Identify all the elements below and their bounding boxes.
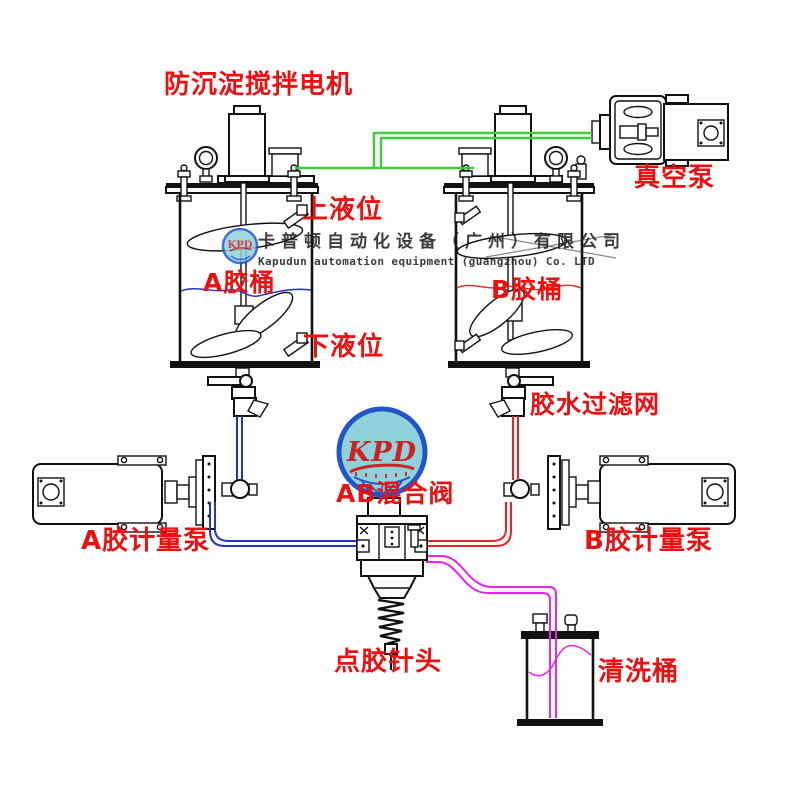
label-lower-level: 下液位	[303, 332, 385, 362]
pump-b-drawing	[503, 455, 736, 533]
kpd-logo-large: KPD	[336, 406, 428, 499]
dispense-needle-drawing	[366, 575, 418, 670]
glue-a-pipes	[209, 416, 358, 547]
svg-text:KPD: KPD	[228, 240, 253, 251]
outlet-valve-a	[207, 367, 270, 418]
label-stir-motor: 防沉淀搅拌电机	[164, 70, 354, 100]
glue-b-pipes	[426, 416, 519, 547]
static-mixer-coil	[377, 598, 405, 646]
label-tank-a: A胶桶	[203, 268, 276, 297]
tank-b-drawing	[443, 105, 595, 418]
watermark-slashes	[485, 234, 617, 259]
waste-pipes	[426, 555, 592, 718]
lid-clamp-a-right	[286, 164, 302, 202]
pump-a-drawing	[32, 455, 258, 533]
kpd-logo-small: KPD	[221, 227, 259, 265]
watermark-company-cn: 卡普顿自动化设备（广州）有限公司	[258, 232, 626, 252]
watermark: 卡普顿自动化设备（广州）有限公司 Kapudun automation equi…	[258, 227, 658, 268]
vacuum-pump-drawing	[591, 94, 729, 167]
motor-a-cap	[233, 105, 261, 115]
pump-a-inlet-fitting	[230, 479, 250, 499]
wash-bucket-drawing	[517, 613, 603, 726]
wash-liquid-level	[528, 644, 592, 677]
lower-level-sensor-b	[454, 333, 482, 354]
stirrer-blade-b-upper	[456, 232, 568, 260]
label-vacuum-pump: 真空泵	[634, 163, 716, 193]
motor-b-body	[494, 113, 532, 177]
pressure-gauge-a-icon	[194, 146, 218, 183]
upper-level-sensor-a	[282, 204, 310, 230]
label-wash-bucket: 清洗桶	[598, 657, 680, 687]
glue-filter-spout	[488, 399, 511, 418]
lid-clamp-a-left	[176, 164, 192, 202]
bleed-valve-icon	[407, 524, 421, 548]
label-glue-filter: 胶水过滤网	[530, 390, 661, 419]
motor-b-cap	[499, 105, 527, 115]
label-pump-b: B胶计量泵	[584, 526, 713, 556]
label-pump-a: A胶计量泵	[81, 526, 211, 556]
tank-a-drawing	[165, 105, 320, 418]
vacuum-pipes	[295, 131, 592, 170]
liquid-level-a	[180, 287, 312, 297]
label-mixing-valve: AB混合阀	[336, 479, 455, 508]
watermark-company-en: Kapudun automation equipment (guangzhou)…	[258, 255, 596, 268]
pressure-gauge-b-icon	[544, 146, 568, 183]
label-needle: 点胶针头	[334, 647, 443, 677]
lower-level-sensor-a	[282, 332, 310, 358]
svg-text:KPD: KPD	[346, 437, 417, 468]
upper-level-sensor-b	[454, 205, 482, 226]
outlet-valve-b	[488, 367, 554, 418]
pump-b-inlet-fitting	[510, 479, 530, 499]
liquid-level-b	[456, 284, 582, 291]
motor-a-body	[228, 113, 266, 177]
label-upper-level: 上液位	[302, 195, 384, 225]
label-tank-b: B胶桶	[491, 275, 564, 304]
lid-clamp-b-right	[566, 164, 582, 202]
mixing-valve-drawing	[356, 497, 428, 670]
